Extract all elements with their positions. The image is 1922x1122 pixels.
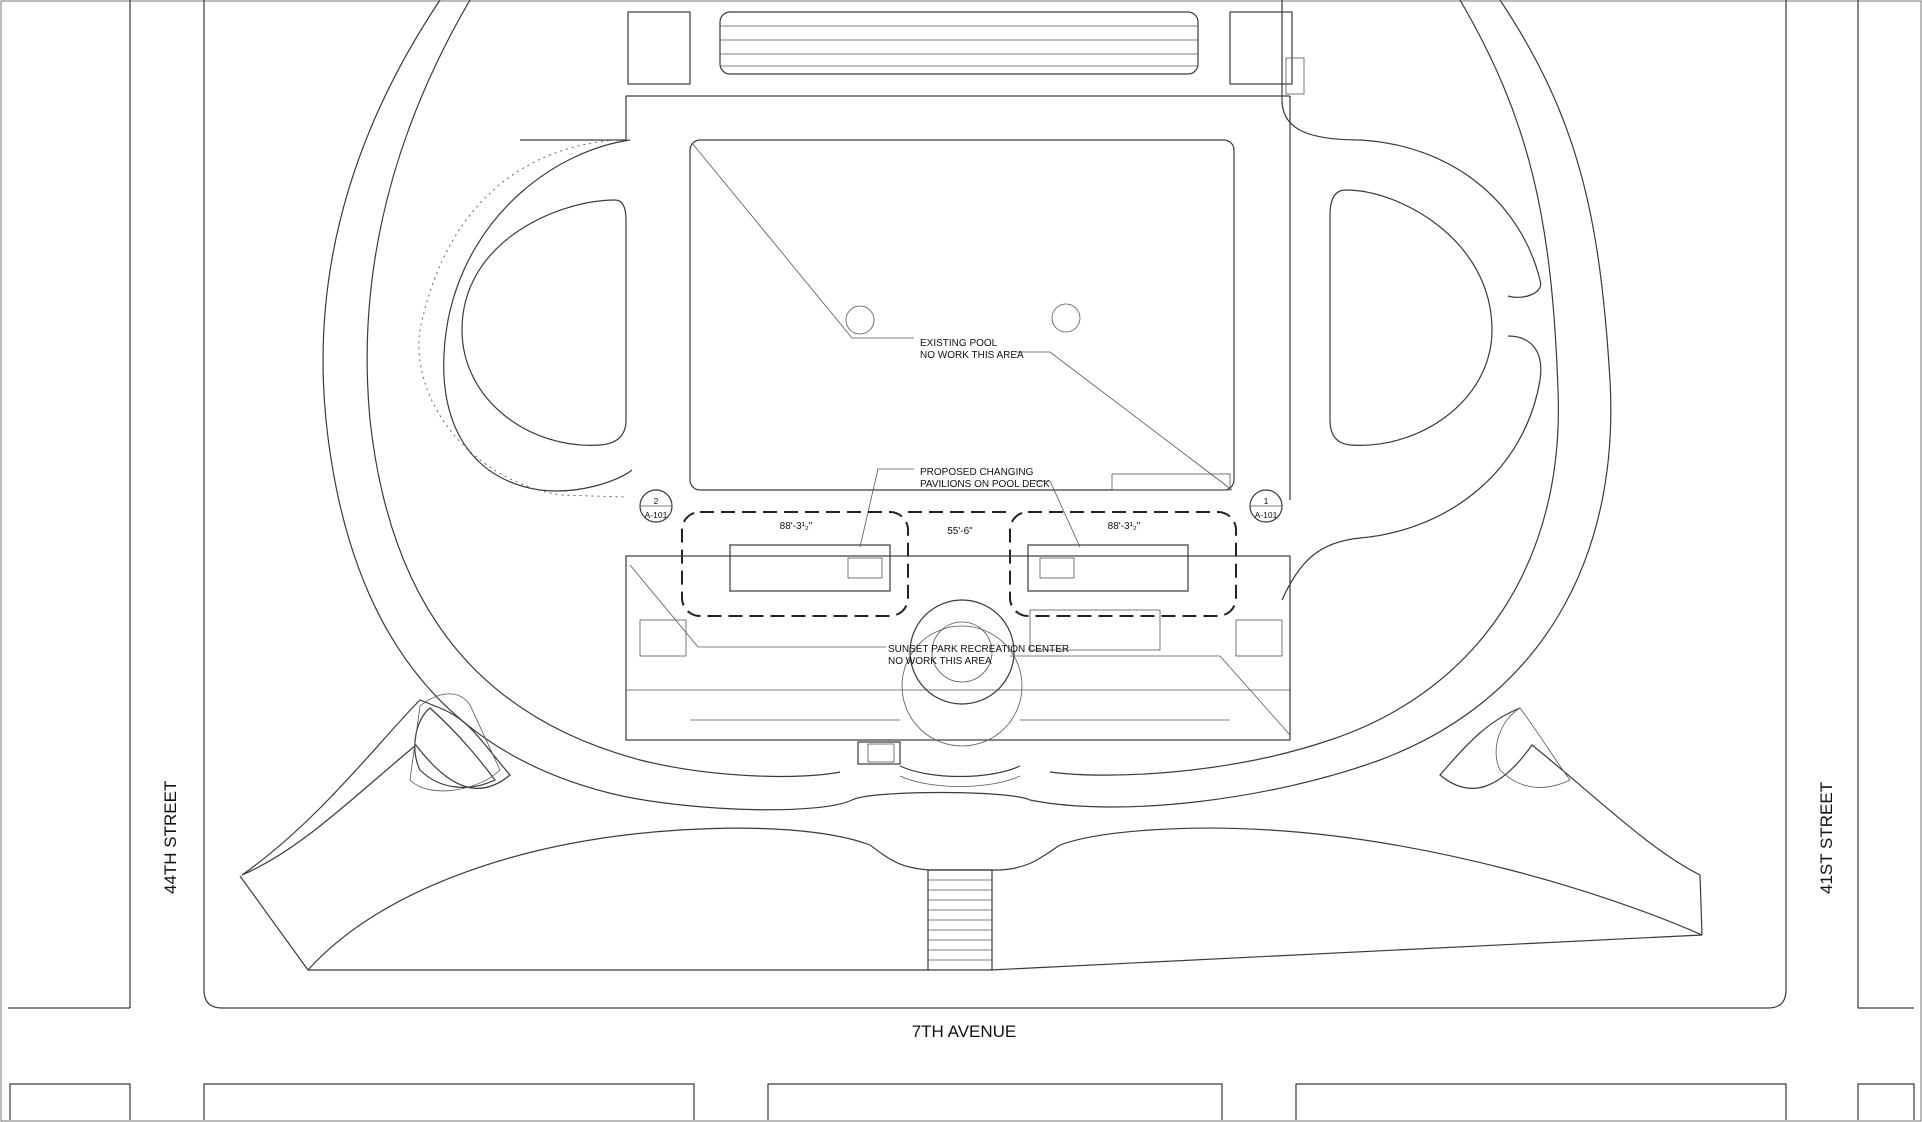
note-recreation-center-no-work: NO WORK THIS AREA <box>888 656 992 667</box>
street-label-44th: 44TH STREET <box>161 781 180 894</box>
park-paths <box>239 0 1703 971</box>
note-proposed-pavilions: PROPOSED CHANGING <box>920 467 1034 478</box>
note-existing-pool-no-work: NO WORK THIS AREA <box>920 350 1024 361</box>
bleachers <box>627 11 1305 95</box>
section-tag-left: 2 A-101 <box>639 489 673 523</box>
right-pavilion-outline <box>1009 511 1237 617</box>
dimension-pavilion-gap: 55'-6" <box>947 526 973 537</box>
entrance-stairs <box>927 869 993 971</box>
note-existing-pool: EXISTING POOL <box>920 338 998 349</box>
recreation-center <box>625 555 1291 787</box>
pool-deck <box>418 95 1291 500</box>
section-tag-right: 1 A-101 <box>1249 489 1283 523</box>
street-blocks <box>8 0 1915 1120</box>
section-tag-left-sheet: A-101 <box>645 510 668 520</box>
note-recreation-center: SUNSET PARK RECREATION CENTER <box>888 644 1069 655</box>
section-tag-right-sheet: A-101 <box>1255 510 1278 520</box>
leader-lines <box>629 142 1291 736</box>
existing-pool <box>689 139 1235 491</box>
section-tag-left-number: 2 <box>654 496 659 506</box>
street-label-41st: 41ST STREET <box>1817 782 1836 894</box>
street-label-7th-avenue: 7TH AVENUE <box>912 1022 1017 1041</box>
dimension-right-pavilion: 88'-3¹₂" <box>1108 521 1141 532</box>
note-proposed-pavilions-deck: PAVILIONS ON POOL DECK <box>920 479 1050 490</box>
left-pavilion-outline <box>681 511 909 617</box>
section-tag-right-number: 1 <box>1264 496 1269 506</box>
dimension-left-pavilion: 88'-3¹₂" <box>780 521 813 532</box>
changing-pavilions <box>681 511 1237 617</box>
